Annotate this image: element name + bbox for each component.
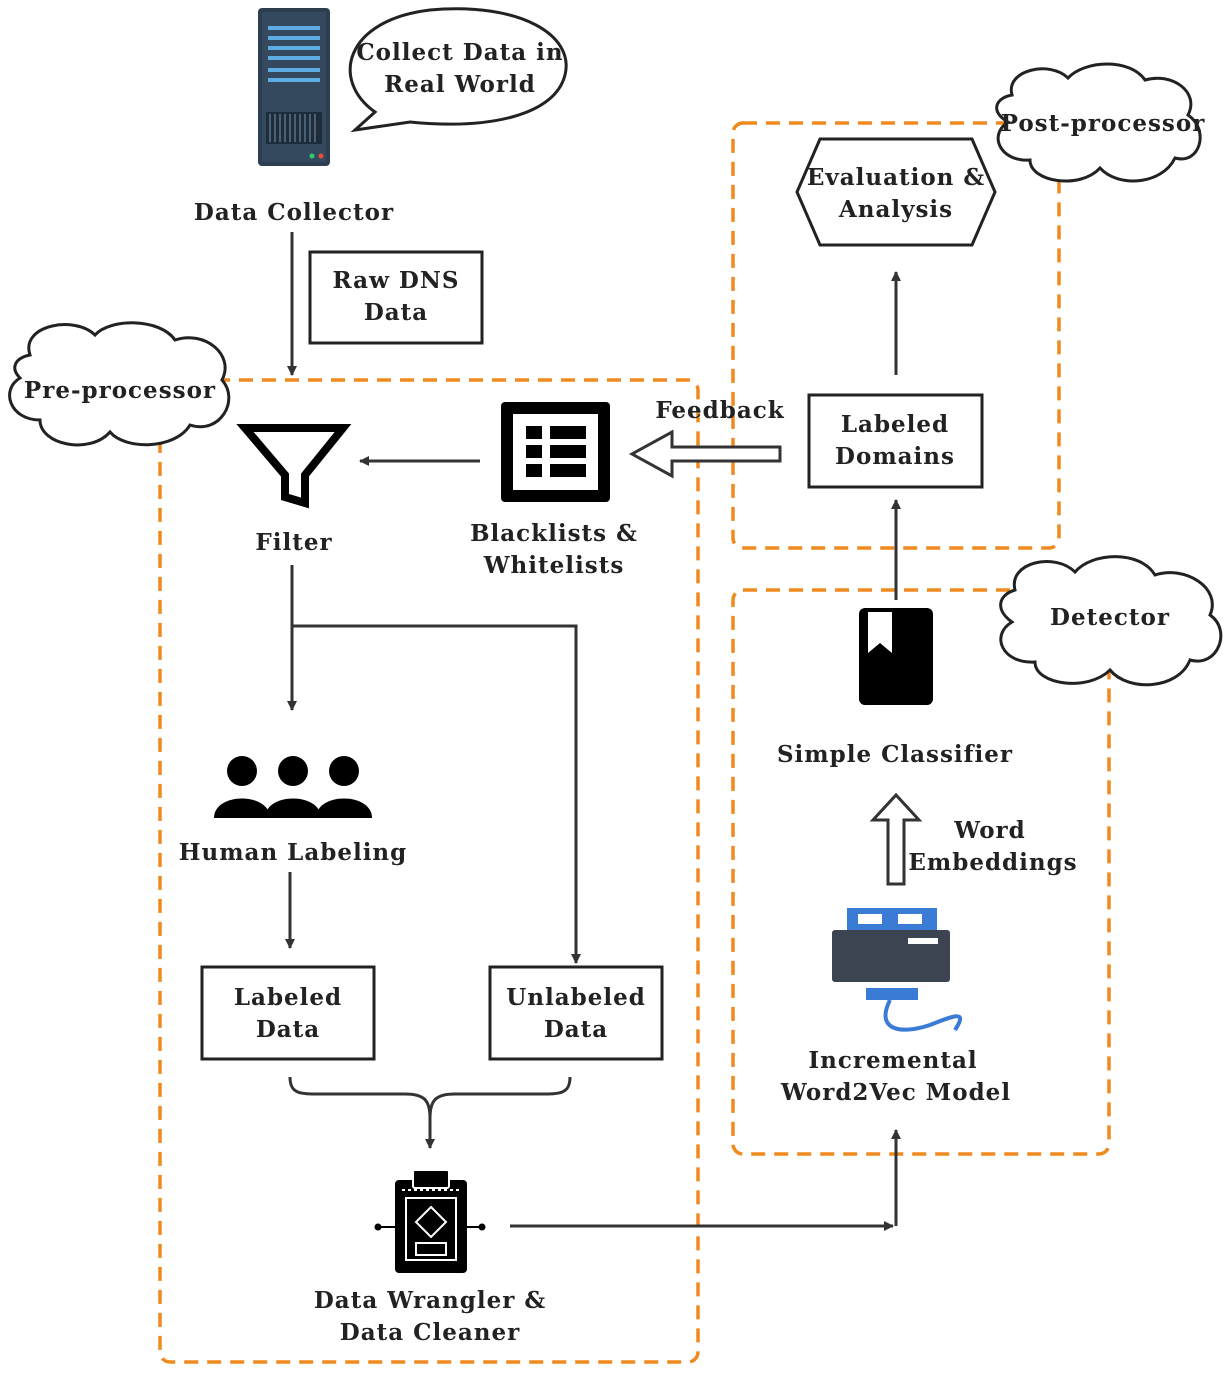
feedback-label: Feedback xyxy=(655,397,784,424)
evaluation-line-2: Analysis xyxy=(838,196,953,223)
post-processor-label: Post-processor xyxy=(1001,110,1206,137)
bookmark-book-icon xyxy=(859,608,933,705)
labeled-domains-line-1: Labeled xyxy=(841,411,949,438)
labeled-domains-box xyxy=(807,393,984,489)
wrangler-line-2: Data Cleaner xyxy=(340,1319,520,1346)
raw-dns-line-1: Raw DNS xyxy=(333,267,460,294)
raw-dns-line-2: Data xyxy=(364,299,428,326)
unlabeled-data-box xyxy=(488,965,664,1061)
human-labeling-label: Human Labeling xyxy=(179,839,408,866)
detector-region xyxy=(731,588,1111,1156)
word-embeddings-line-2: Embeddings xyxy=(908,849,1077,876)
labeled-data-box xyxy=(200,965,376,1061)
detector-label: Detector xyxy=(1050,604,1170,631)
word-embeddings-line-1: Word xyxy=(953,817,1026,844)
detector-cloud: Detector xyxy=(999,555,1223,687)
filter-label: Filter xyxy=(255,529,332,556)
speech-line-1: Collect Data in xyxy=(356,39,563,66)
blacklists-line-2: Whitelists xyxy=(483,552,625,579)
evaluation-hexagon xyxy=(795,137,997,247)
labeled-data-line-2: Data xyxy=(256,1016,320,1043)
machine-icon xyxy=(832,908,962,1032)
arrow-filter-unlabeled xyxy=(292,624,581,964)
wrangler-line-1: Data Wrangler & xyxy=(314,1287,546,1314)
speech-line-2: Real World xyxy=(384,71,536,98)
labeled-domains-line-2: Domains xyxy=(835,443,955,470)
word-embeddings-arrow xyxy=(869,792,923,886)
incremental-line-1: Incremental xyxy=(808,1047,977,1074)
blacklists-line-1: Blacklists & xyxy=(470,520,638,547)
post-processor-region xyxy=(731,121,1061,550)
pre-processor-cloud: Pre-processor xyxy=(8,321,231,447)
data-collector-label: Data Collector xyxy=(194,199,394,226)
list-icon xyxy=(501,402,610,502)
raw-dns-box xyxy=(308,250,484,345)
evaluation-line-1: Evaluation & xyxy=(807,164,985,191)
speech-bubble: Collect Data in Real World xyxy=(348,7,568,133)
funnel-icon xyxy=(236,424,352,509)
people-icon xyxy=(214,756,372,818)
unlabeled-data-line-1: Unlabeled xyxy=(506,984,646,1011)
unlabeled-data-line-2: Data xyxy=(544,1016,608,1043)
pre-processor-region xyxy=(158,378,700,1364)
simple-classifier-label: Simple Classifier xyxy=(777,741,1013,768)
incremental-line-2: Word2Vec Model xyxy=(780,1079,1011,1106)
feedback-arrow xyxy=(628,429,782,479)
labeled-data-line-1: Labeled xyxy=(234,984,342,1011)
server-icon xyxy=(258,8,330,166)
pre-processor-label: Pre-processor xyxy=(24,377,216,404)
merge-brace xyxy=(288,1076,572,1119)
wrangler-icon xyxy=(374,1169,486,1273)
post-processor-cloud: Post-processor xyxy=(995,62,1206,183)
